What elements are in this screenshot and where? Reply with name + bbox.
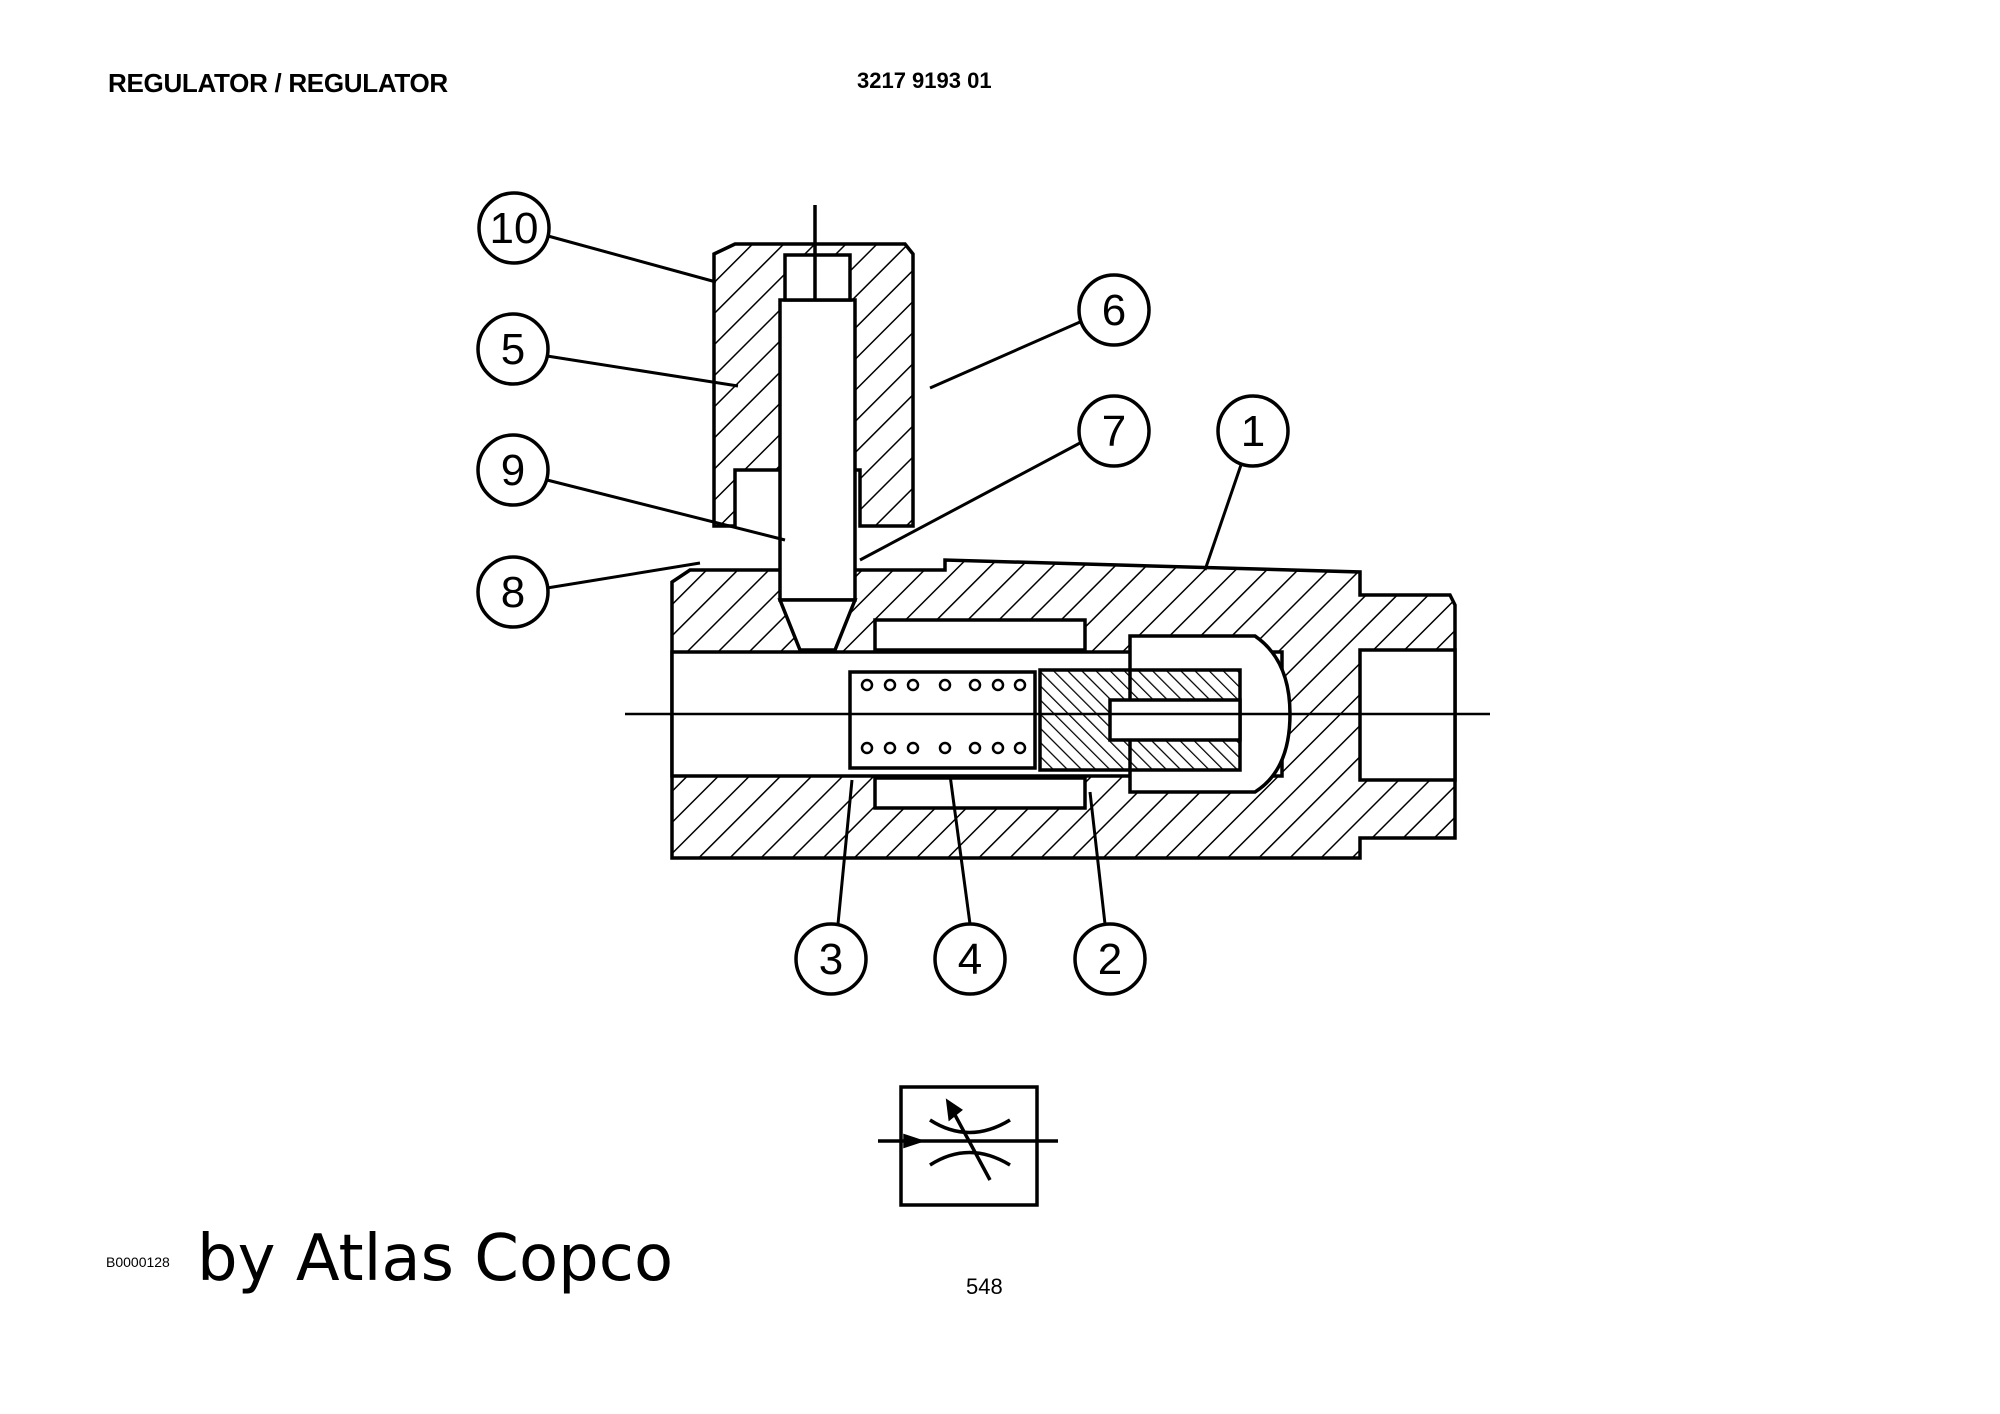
valve-body [625, 205, 1490, 860]
part-number: 3217 9193 01 [857, 68, 992, 93]
callout-7: 7 [1077, 394, 1151, 468]
svg-text:5: 5 [501, 325, 525, 374]
svg-text:9: 9 [501, 446, 525, 495]
callout-3: 3 [794, 922, 868, 996]
svg-text:2: 2 [1098, 935, 1122, 984]
callout-5: 5 [476, 312, 550, 386]
callout-10: 10 [477, 191, 551, 265]
leader-lines [546, 234, 1244, 925]
svg-text:3: 3 [819, 935, 843, 984]
svg-text:8: 8 [501, 568, 525, 617]
svg-text:7: 7 [1102, 407, 1126, 456]
svg-text:10: 10 [490, 204, 539, 253]
page-number: 548 [966, 1274, 1003, 1299]
svg-text:6: 6 [1102, 286, 1126, 335]
figure-code: B0000128 [106, 1254, 170, 1270]
callout-6: 6 [1077, 273, 1151, 347]
brand-text: by Atlas Copco [197, 1222, 674, 1296]
callout-4: 4 [933, 922, 1007, 996]
flow-regulator-symbol [878, 1085, 1058, 1207]
callout-9: 9 [476, 433, 550, 507]
svg-text:4: 4 [958, 935, 982, 984]
page-title: REGULATOR / REGULATOR [108, 68, 448, 98]
callout-8: 8 [476, 555, 550, 629]
callout-1: 1 [1216, 394, 1290, 468]
svg-text:1: 1 [1241, 407, 1265, 456]
callout-2: 2 [1073, 922, 1147, 996]
